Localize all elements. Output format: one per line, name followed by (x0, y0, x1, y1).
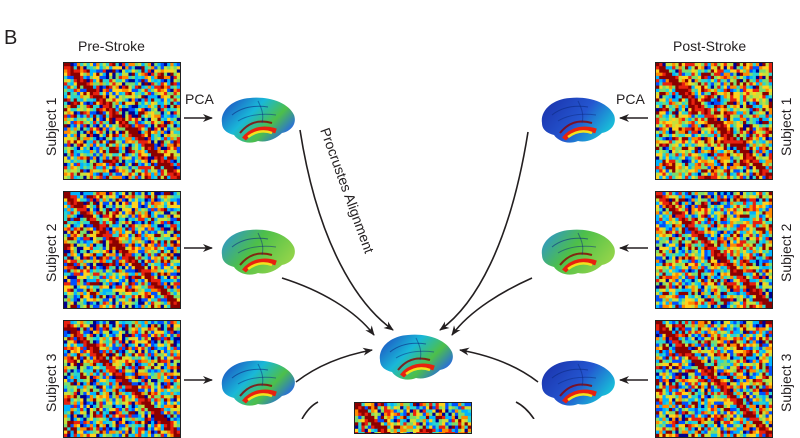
procrustes-arrow-left-3 (296, 350, 372, 382)
lower-curve-left (302, 402, 318, 419)
procrustes-alignment-label: Procrustes Alignment (317, 126, 377, 256)
post-stroke-brain-1 (538, 93, 618, 147)
aligned-group-brain (376, 330, 456, 384)
right-pca-label: PCA (616, 91, 645, 107)
procrustes-arrow-right-1 (440, 132, 528, 330)
procrustes-arrow-right-3 (460, 350, 538, 382)
pre-stroke-brain-3 (218, 356, 298, 410)
pre-stroke-brain-2 (218, 225, 298, 279)
lower-curve-right (516, 402, 534, 419)
pre-stroke-brain-1 (218, 93, 298, 147)
left-pca-label: PCA (185, 91, 214, 107)
procrustes-arrow-left-1 (300, 130, 393, 330)
post-stroke-brain-3 (538, 356, 618, 410)
procrustes-figure: B Pre-Stroke Post-Stroke Subject 1 Subje… (0, 0, 800, 419)
post-stroke-brain-2 (538, 225, 618, 279)
procrustes-arrow-left-2 (282, 278, 374, 335)
